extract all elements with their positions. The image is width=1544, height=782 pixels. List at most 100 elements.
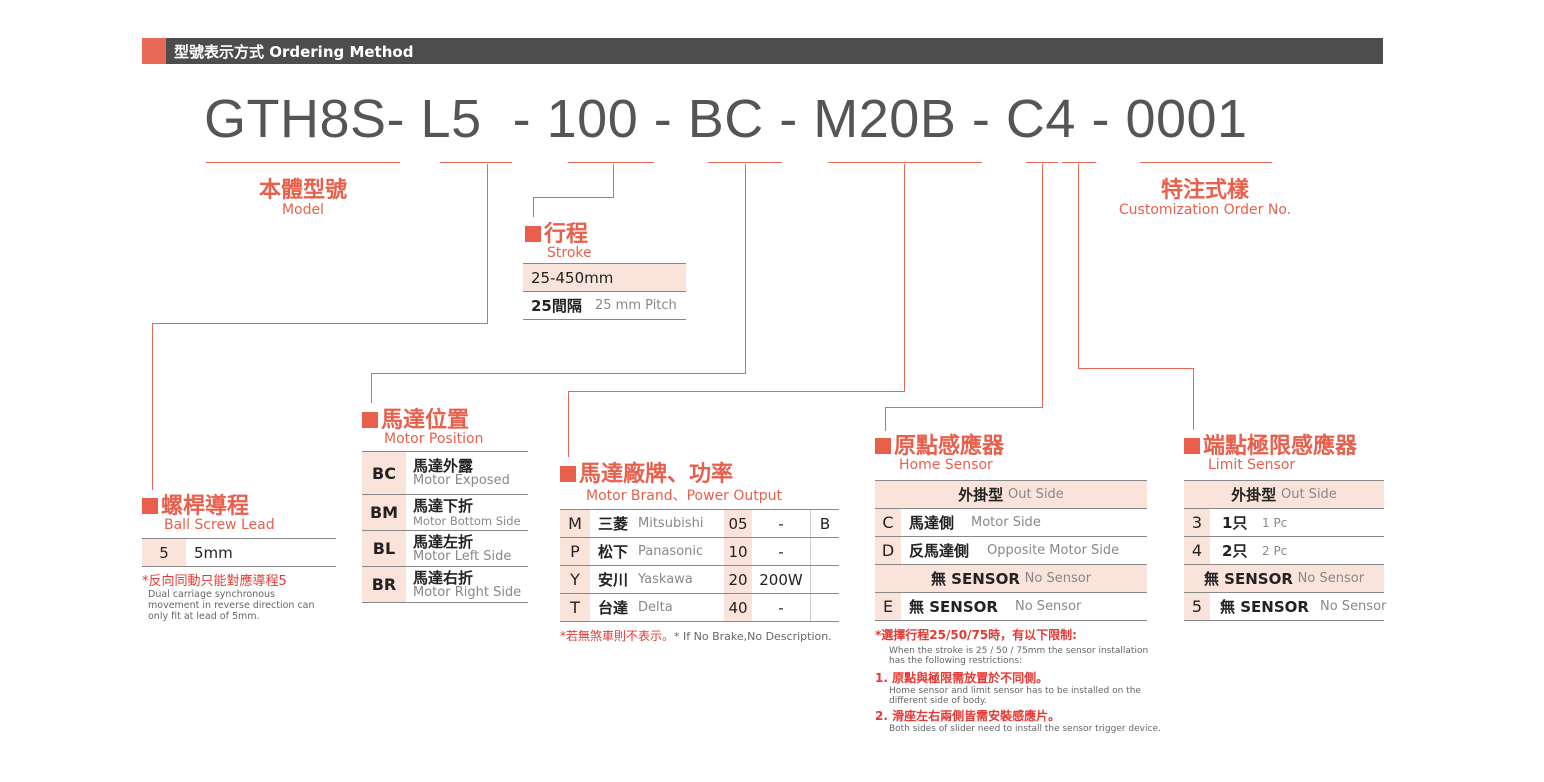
code-sensor: C4 <box>1005 89 1076 149</box>
note-en: * If No Brake,No Description. <box>674 630 832 643</box>
stroke-range: 25-450mm <box>531 268 614 287</box>
bullet-square-icon <box>875 438 891 454</box>
position-en: Motor Right Side <box>413 584 522 600</box>
lead-code: 5 <box>142 539 186 566</box>
underline-motor-brand <box>828 162 982 163</box>
model-en: Model <box>281 202 325 218</box>
motor-brand-zh: 馬達廠牌、功率 <box>579 462 734 487</box>
stroke-zh: 行程 <box>544 222 589 247</box>
position-zh: 馬達外露 <box>413 457 474 475</box>
connector <box>885 407 1043 408</box>
position-zh: 馬達下折 <box>413 496 474 515</box>
table-row: 無 SENSOR No Sensor <box>1184 565 1384 593</box>
motor-position-section: 馬達位置 Motor Position <box>362 402 483 447</box>
table-row: Y 安川 Yaskawa 20 200W <box>560 566 839 594</box>
bullet-square-icon <box>362 412 378 428</box>
table-row: 5 無 SENSOR No Sensor <box>1184 593 1387 621</box>
note-title: *選擇行程25/50/75時，有以下限制: <box>875 628 1077 642</box>
limit-en: No Sensor <box>1320 599 1387 614</box>
stroke-section: 行程 Stroke <box>525 216 592 261</box>
table-row: BM 馬達下折 Motor Bottom Side <box>362 495 528 531</box>
table-row: 3 1只 1 Pc <box>1184 509 1384 537</box>
brake-code: B <box>810 510 839 537</box>
table-row: D 反馬達側 Opposite Motor Side <box>875 537 1147 565</box>
home-code: C <box>875 509 901 536</box>
table-row: E 無 SENSOR No Sensor <box>875 593 1147 621</box>
connector <box>568 391 905 392</box>
home-zh: 無 SENSOR <box>909 598 998 616</box>
table-row: M 三菱 Mitsubishi 05 - B <box>560 510 839 538</box>
limit-zh: 1只 <box>1222 514 1248 532</box>
note-line: When the stroke is 25 / 50 / 75mm the se… <box>889 646 1149 656</box>
underline-motor-position <box>708 162 782 163</box>
none-en: No Sensor <box>1297 571 1365 586</box>
brake-code <box>810 566 839 593</box>
table-row: 外掛型 Out Side <box>875 481 1147 509</box>
power-code: 10 <box>724 538 752 565</box>
motor-position-zh: 馬達位置 <box>381 408 470 433</box>
limit-zh: 無 SENSOR <box>1220 598 1309 616</box>
home-sensor-en: Home Sensor <box>899 457 993 473</box>
lead-en: Ball Screw Lead <box>164 517 275 533</box>
note-line: Home sensor and limit sensor has to be i… <box>889 686 1141 696</box>
brand-zh: 安川 <box>598 571 629 589</box>
code-motor-position: BC <box>687 89 764 149</box>
header-accent-square <box>142 38 166 64</box>
brand-code: M <box>560 510 590 537</box>
code-sep: - <box>971 89 991 149</box>
connector <box>1042 164 1043 408</box>
connector <box>371 373 372 403</box>
stroke-pitch-zh: 25間隔 <box>531 297 582 315</box>
position-code: BM <box>362 495 406 530</box>
underline-lead <box>440 162 512 163</box>
model-zh: 本體型號 <box>258 178 347 203</box>
table-row: T 台達 Delta 40 - <box>560 594 839 622</box>
motor-brand-table: M 三菱 Mitsubishi 05 - B P 松下 Panasonic 10… <box>560 509 839 622</box>
limit-en: 2 Pc <box>1262 543 1288 558</box>
lead-table: 5 5mm <box>142 538 336 567</box>
none-en: No Sensor <box>1024 571 1092 586</box>
connector <box>533 197 534 217</box>
section-header: 型號表示方式 Ordering Method <box>142 38 1383 64</box>
connector <box>1193 368 1194 430</box>
code-custom: 0001 <box>1125 89 1248 149</box>
power-code: 40 <box>724 594 752 621</box>
brand-code: T <box>560 594 590 621</box>
head-zh: 外掛型 <box>1231 486 1277 504</box>
brand-zh: 松下 <box>598 543 629 561</box>
power-code: 20 <box>724 566 752 593</box>
lead-note-en: Dual carriage synchronous movement in re… <box>148 589 315 622</box>
code-sep: - <box>779 89 798 149</box>
connector <box>613 164 614 198</box>
limit-sensor-table: 外掛型 Out Side 3 1只 1 Pc 4 2只 2 Pc 無 SENSO… <box>1184 480 1387 621</box>
position-en: Motor Bottom Side <box>413 513 521 528</box>
brand-en: Yaskawa <box>638 572 693 587</box>
note-line: different side of body. <box>889 696 987 706</box>
home-zh: 反馬達側 <box>909 542 970 560</box>
brand-zh: 台達 <box>598 599 629 617</box>
bullet-square-icon <box>525 226 541 242</box>
custom-label: 特注式樣 Customization Order No. <box>1110 172 1300 218</box>
brand-code: P <box>560 538 590 565</box>
lead-zh: 螺桿導程 <box>161 494 250 519</box>
connector <box>1078 164 1079 369</box>
note-line: movement in reverse direction can <box>148 600 315 611</box>
limit-code: 5 <box>1184 593 1210 620</box>
motor-brand-note: *若無煞車則不表示。* If No Brake,No Description. <box>560 625 832 644</box>
table-row: 5 5mm <box>142 539 336 567</box>
home-sensor-table: 外掛型 Out Side C 馬達側 Motor Side D 反馬達側 Opp… <box>875 480 1147 621</box>
power-value: - <box>778 542 784 561</box>
table-row: 25間隔 25 mm Pitch <box>523 292 686 320</box>
home-en: No Sensor <box>1015 599 1082 614</box>
bullet-square-icon <box>1184 438 1200 454</box>
note-2: 2. 滑座左右兩側皆需安裝感應片。 <box>875 709 1061 723</box>
limit-sensor-zh: 端點極限感應器 <box>1203 434 1358 459</box>
home-en: Motor Side <box>971 515 1041 530</box>
motor-position-en: Motor Position <box>384 431 484 447</box>
table-row: 無 SENSOR No Sensor <box>875 565 1147 593</box>
table-row: P 松下 Panasonic 10 - <box>560 538 839 566</box>
code-sep: - <box>653 89 673 149</box>
home-en: Opposite Motor Side <box>987 543 1120 558</box>
limit-code: 3 <box>1184 509 1210 536</box>
brand-zh: 三菱 <box>598 515 629 533</box>
